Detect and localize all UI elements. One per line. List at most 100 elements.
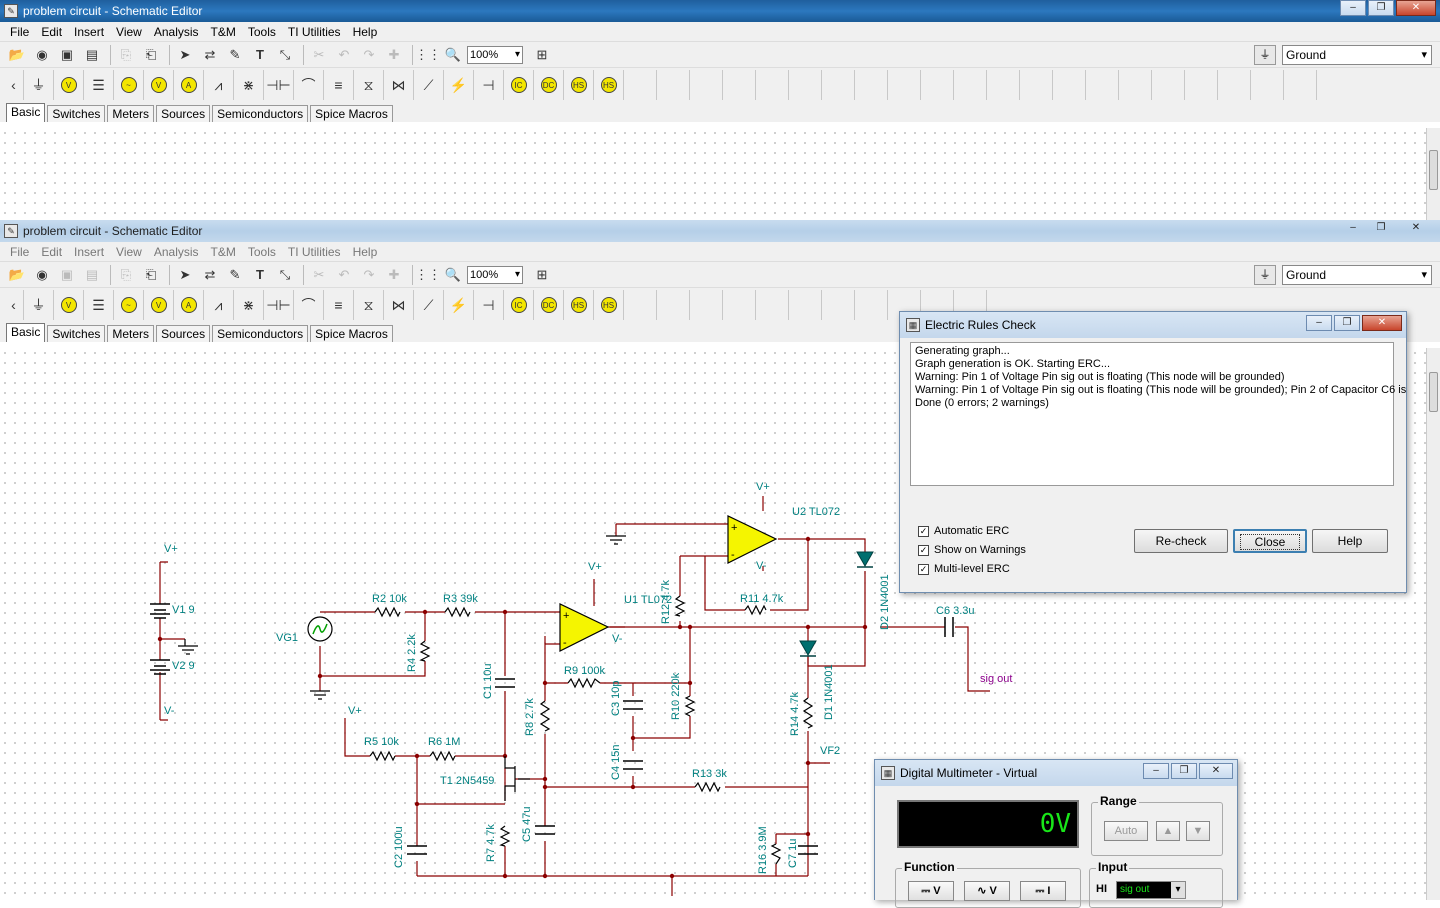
menu-file[interactable]: File: [10, 24, 30, 39]
text-icon[interactable]: T: [256, 267, 264, 282]
bottom-vertical-scrollbar[interactable]: [1426, 348, 1440, 900]
menu-view[interactable]: View: [116, 24, 142, 39]
show-on-warnings-checkbox[interactable]: ✓Show on Warnings: [918, 544, 1026, 556]
electrolytic-icon[interactable]: ≡: [324, 290, 354, 320]
dmm-minimize-button[interactable]: –: [1143, 763, 1169, 779]
top-title-bar[interactable]: ✎ problem circuit - Schematic Editor – ❐…: [0, 0, 1440, 22]
menu-tm[interactable]: T&M: [210, 244, 236, 259]
menu-tools[interactable]: Tools: [247, 24, 276, 39]
tab-meters[interactable]: Meters: [107, 325, 155, 342]
source-icon[interactable]: ~: [114, 70, 144, 100]
scroll-left-icon[interactable]: ‹: [4, 70, 24, 100]
folder-icon[interactable]: ▤: [85, 46, 99, 62]
zoom-select[interactable]: 100%: [467, 45, 523, 64]
wire-icon[interactable]: ⤡: [279, 266, 291, 282]
close-button[interactable]: ✕: [1396, 0, 1436, 16]
switch-icon[interactable]: ⟋: [414, 290, 444, 320]
minimize-button[interactable]: –: [1340, 0, 1366, 16]
menu-tm[interactable]: T&M: [210, 24, 236, 39]
save-icon[interactable]: ▣: [60, 46, 74, 62]
grid-icon[interactable]: ⋮⋮: [415, 46, 441, 62]
battery-icon[interactable]: ☰: [84, 290, 114, 320]
pin-icon[interactable]: ⊣: [474, 70, 504, 100]
paste-icon[interactable]: ⎗: [145, 266, 157, 282]
move-icon[interactable]: ⇄: [204, 266, 216, 282]
source-icon[interactable]: ~: [114, 290, 144, 320]
transformer-icon[interactable]: ⧖: [354, 70, 384, 100]
menu-file[interactable]: File: [10, 244, 30, 259]
wire-icon[interactable]: ⤡: [279, 46, 291, 62]
range-up-icon[interactable]: ▲: [1156, 821, 1180, 841]
capacitor-icon[interactable]: ⊣⊢: [264, 290, 294, 320]
hs-icon[interactable]: HS: [564, 290, 594, 320]
potentiometer-icon[interactable]: ⋇: [234, 70, 264, 100]
tab-sources[interactable]: Sources: [156, 105, 211, 122]
select-arrow-icon[interactable]: ➤: [179, 46, 191, 62]
range-down-icon[interactable]: ▼: [1186, 821, 1210, 841]
text-icon[interactable]: T: [256, 47, 264, 62]
zoom-select[interactable]: 100%: [467, 265, 523, 284]
undo-icon[interactable]: ↶: [338, 46, 350, 62]
erc-minimize-button[interactable]: –: [1306, 315, 1332, 331]
ground-select[interactable]: Ground: [1282, 265, 1432, 285]
relay-icon[interactable]: ⋈: [384, 70, 414, 100]
restore-button[interactable]: ❐: [1376, 222, 1386, 233]
capacitor-icon[interactable]: ⊣⊢: [264, 70, 294, 100]
tab-sources[interactable]: Sources: [156, 325, 211, 342]
ground-symbol-icon[interactable]: ⏚: [24, 70, 54, 100]
delete-icon[interactable]: ✂: [313, 266, 325, 282]
switch-icon[interactable]: ⟋: [414, 70, 444, 100]
delete-icon[interactable]: ✂: [313, 46, 325, 62]
save-icon[interactable]: ▣: [60, 266, 74, 282]
copy-icon[interactable]: ⎘: [120, 46, 132, 62]
scroll-left-icon[interactable]: ‹: [4, 290, 24, 320]
transformer-icon[interactable]: ⧖: [354, 290, 384, 320]
menu-tools[interactable]: Tools: [247, 244, 276, 259]
tab-semiconductors[interactable]: Semiconductors: [212, 325, 309, 342]
vsource-icon[interactable]: V: [144, 70, 174, 100]
isource-icon[interactable]: A: [174, 290, 204, 320]
erc-title-bar[interactable]: ▦ Electric Rules Check – ❐ ✕: [900, 312, 1406, 338]
crosshair-icon[interactable]: ✚: [388, 266, 400, 282]
top-schematic-canvas[interactable]: [0, 128, 1426, 220]
web-icon[interactable]: ◉: [36, 266, 48, 282]
ac-voltage-button[interactable]: ∿ V: [964, 881, 1010, 901]
close-button[interactable]: Close: [1233, 529, 1307, 553]
pen-icon[interactable]: ✎: [229, 46, 241, 62]
grid-icon[interactable]: ⋮⋮: [415, 266, 441, 282]
electrolytic-icon[interactable]: ≡: [324, 70, 354, 100]
pen-icon[interactable]: ✎: [229, 266, 241, 282]
redo-icon[interactable]: ↷: [363, 46, 375, 62]
ground-symbol-icon[interactable]: ⏚: [24, 290, 54, 320]
lamp-icon[interactable]: ⚡: [444, 70, 474, 100]
tab-spice-macros[interactable]: Spice Macros: [310, 325, 393, 342]
copy-icon[interactable]: ⎘: [120, 266, 132, 282]
web-icon[interactable]: ◉: [36, 46, 48, 62]
erc-log-box[interactable]: Generating graph... Graph generation is …: [910, 342, 1406, 486]
hs-icon[interactable]: HS: [564, 70, 594, 100]
menu-help[interactable]: Help: [352, 24, 378, 39]
open-icon[interactable]: 📂: [8, 266, 26, 282]
menu-ti-utilities[interactable]: TI Utilities: [287, 24, 341, 39]
ground-select[interactable]: Ground: [1282, 45, 1432, 65]
menu-edit[interactable]: Edit: [41, 24, 63, 39]
tab-meters[interactable]: Meters: [107, 105, 155, 122]
relay-icon[interactable]: ⋈: [384, 290, 414, 320]
tab-basic[interactable]: Basic: [6, 323, 46, 342]
ic-icon[interactable]: IC: [504, 290, 534, 320]
ic-icon[interactable]: IC: [504, 70, 534, 100]
dmm-restore-button[interactable]: ❐: [1171, 763, 1197, 779]
tab-switches[interactable]: Switches: [47, 325, 106, 342]
zoom-icon[interactable]: 🔍: [444, 266, 462, 282]
hs2-icon[interactable]: HS: [594, 70, 624, 100]
inductor-icon[interactable]: ⌒: [294, 290, 324, 320]
tab-semiconductors[interactable]: Semiconductors: [212, 105, 309, 122]
recheck-button[interactable]: Re-check: [1134, 529, 1228, 553]
resistor-icon[interactable]: ⩘: [204, 290, 234, 320]
restore-button[interactable]: ❐: [1368, 0, 1394, 16]
close-button[interactable]: ✕: [1411, 222, 1421, 233]
ground-tool-icon[interactable]: ⏚: [1254, 45, 1276, 65]
crosshair-icon[interactable]: ✚: [388, 46, 400, 62]
lamp-icon[interactable]: ⚡: [444, 290, 474, 320]
menu-view[interactable]: View: [116, 244, 142, 259]
